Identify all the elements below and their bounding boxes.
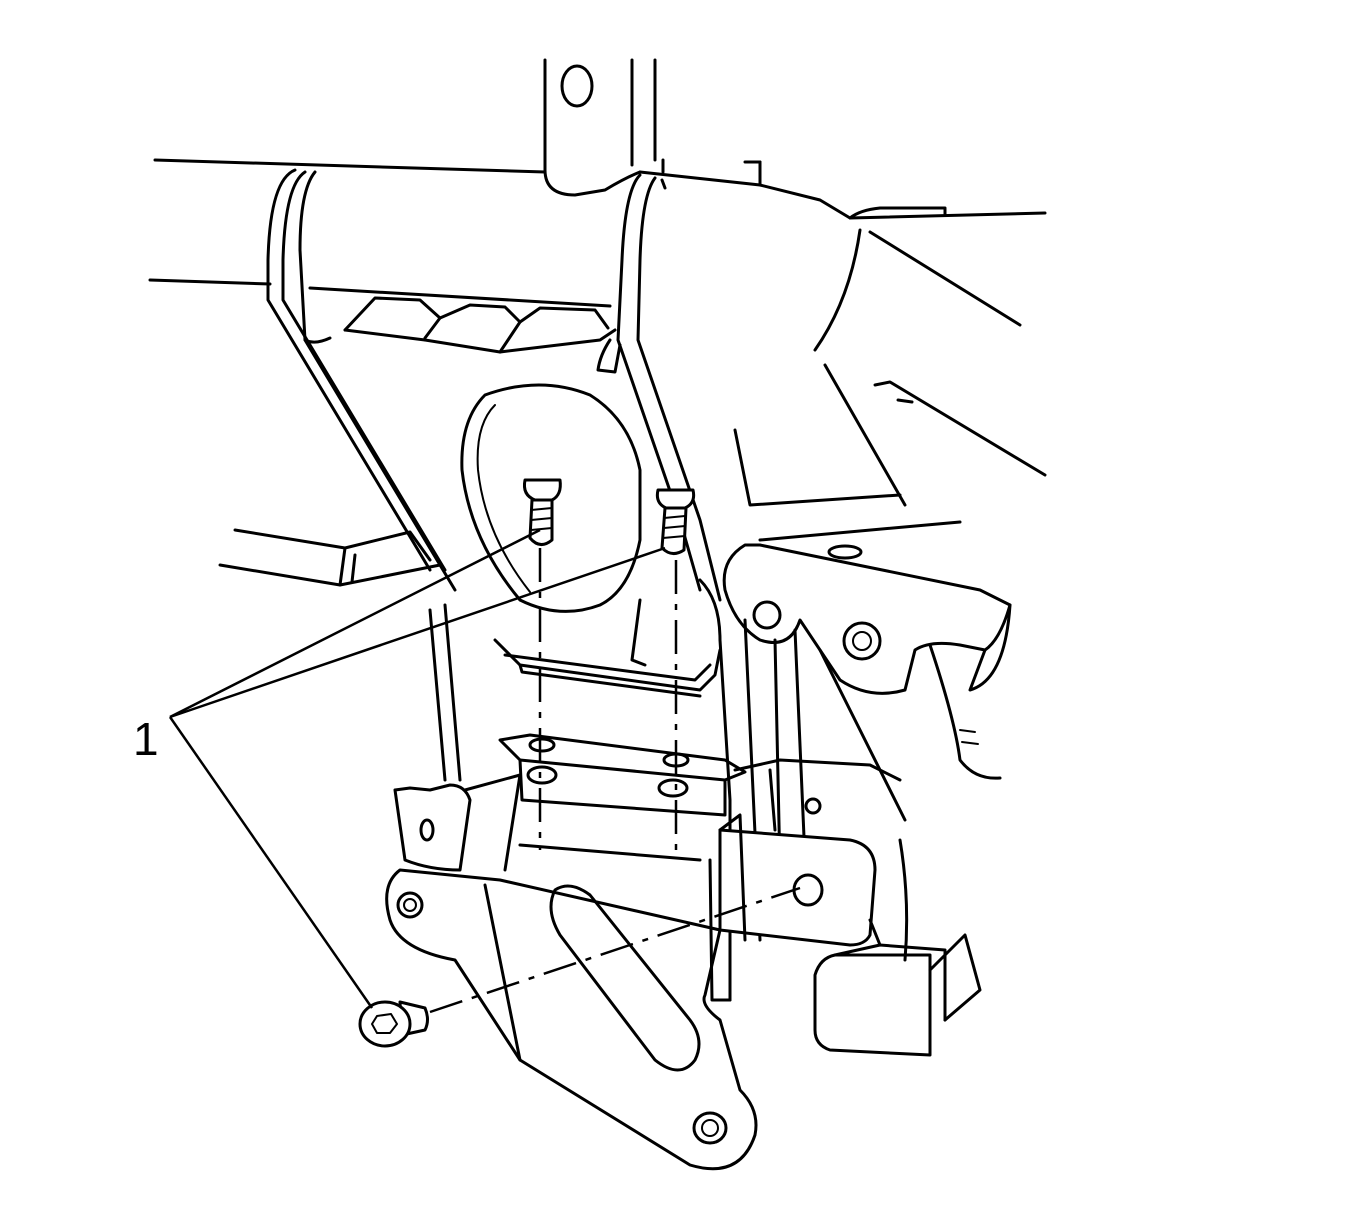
upper-clip-bracket (493, 598, 722, 698)
installation-paths (429, 548, 801, 1014)
left-flange (218, 528, 442, 587)
callout-label-1: 1 (133, 713, 159, 765)
oval-opening (460, 383, 642, 613)
right-housing-rails (698, 578, 902, 1002)
lower-clip-plate (498, 733, 747, 817)
right-bracket-arm (596, 173, 722, 602)
left-bracket-arm (266, 168, 457, 592)
side-mounting-tab (718, 813, 877, 947)
right-housing (733, 228, 1047, 560)
bracket-web (308, 286, 617, 354)
upper-mount-plate (543, 58, 657, 197)
cross-beam (148, 158, 1047, 286)
connector-block (813, 648, 982, 1057)
bolt-lower (358, 1000, 429, 1048)
right-lever-arm (722, 543, 1012, 780)
callout-leaders (168, 528, 666, 1009)
pedal-bracket-body (385, 603, 758, 1171)
